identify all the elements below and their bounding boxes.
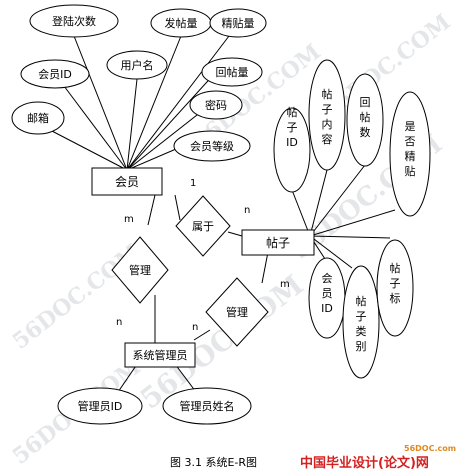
entity-member-label: 会员 — [115, 175, 139, 189]
rel-manage-posts — [205, 277, 269, 347]
rel-manage-posts-label: 管理 — [226, 305, 248, 319]
attr-password — [189, 90, 243, 120]
attr-post-title — [376, 239, 414, 337]
card-manage-admin: n — [116, 317, 122, 328]
card-post-manage: m — [280, 279, 290, 290]
card-belongs-post: n — [244, 205, 250, 216]
card-member-manage: m — [124, 214, 134, 225]
entity-post-label: 帖子 — [266, 235, 290, 250]
attr-email — [11, 101, 65, 135]
attr-email-label: 邮箱 — [27, 111, 49, 125]
edges — [49, 35, 396, 393]
attr-post-content-label: 帖子内容 — [322, 88, 333, 146]
member-attributes: 登陆次数 发帖量 精贴量 会员ID 用户名 回帖量 邮箱 密码 会员等级 — [11, 4, 267, 162]
entities: 会员 帖子 系统管理员 — [91, 167, 315, 368]
figure-caption: 图 3.1 系统E-R图 — [170, 456, 258, 469]
attr-post-count-label: 发帖量 — [165, 16, 198, 30]
attr-member-id-label: 会员ID — [38, 68, 72, 81]
rel-manage-members-label: 管理 — [129, 263, 151, 277]
brand-url: 56DOC.com — [404, 444, 457, 453]
attr-admin-name-label: 管理员姓名 — [180, 399, 235, 413]
attr-member-level — [173, 130, 251, 162]
attr-reply-count-label: 回帖量 — [216, 66, 249, 79]
attr-is-elite-label: 是否精贴 — [405, 120, 416, 178]
rel-manage-members — [111, 236, 169, 304]
attr-elite-count-label: 精贴量 — [222, 16, 255, 30]
attr-is-elite — [389, 91, 431, 217]
cardinalities: 1 n m n m n — [116, 178, 290, 333]
admin-attributes: 管理员ID 管理员姓名 — [57, 387, 252, 425]
entity-admin — [124, 342, 196, 368]
attr-member-id — [20, 59, 90, 89]
entity-member — [91, 167, 163, 196]
card-member-belongs: 1 — [190, 178, 196, 189]
attr-post-category — [342, 265, 380, 379]
brand-logo: 中国毕业设计(论文)网 — [300, 456, 429, 471]
relationships: 属于 管理 管理 — [111, 195, 269, 347]
attr-post-category-label: 帖子类别 — [356, 295, 367, 353]
attr-username — [106, 50, 168, 80]
attr-reply-num-label: 回帖数 — [360, 96, 371, 139]
rel-belongs-to — [175, 195, 231, 257]
attr-member-level-label: 会员等级 — [190, 139, 234, 153]
rel-belongs-to-label: 属于 — [192, 220, 214, 233]
attr-username-label: 用户名 — [121, 58, 154, 72]
entity-admin-label: 系统管理员 — [133, 348, 188, 362]
attr-post-id — [273, 107, 311, 193]
attr-login-count — [29, 4, 119, 38]
attr-post-content — [308, 59, 346, 171]
attr-elite-count — [209, 8, 267, 38]
attr-password-label: 密码 — [205, 98, 227, 112]
attr-admin-id-label: 管理员ID — [78, 399, 123, 413]
entity-post — [241, 229, 315, 256]
card-manage-admin-2: n — [192, 322, 198, 333]
attr-login-count-label: 登陆次数 — [52, 14, 96, 28]
caption-bar: 图 3.1 系统E-R图 中国毕业设计(论文)网 56DOC.com — [0, 444, 473, 472]
attr-admin-name — [162, 387, 252, 425]
attr-post-title-label: 帖子标 — [390, 262, 401, 305]
attr-admin-id — [57, 387, 143, 425]
attr-reply-count — [201, 57, 263, 87]
attr-reply-num — [346, 73, 384, 167]
